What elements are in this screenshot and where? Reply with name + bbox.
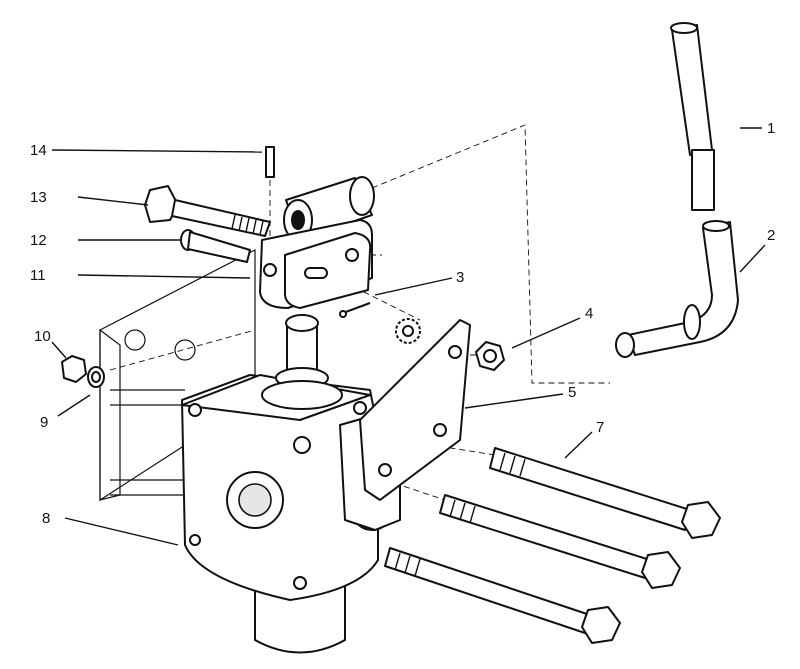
callout-10: 10 (34, 328, 51, 345)
lever-rod-part (615, 220, 739, 358)
leader-lines (51, 127, 766, 546)
callout-5: 5 (568, 384, 576, 401)
callout-labels: 1 2 3 4 5 7 8 9 10 11 12 13 14 (30, 120, 775, 527)
lock-nut-part (475, 341, 505, 371)
callout-4: 4 (585, 305, 593, 322)
pivot-bolt-part (144, 185, 271, 237)
callout-1: 1 (767, 120, 775, 137)
star-washer-part (395, 318, 421, 344)
clevis-links-part (259, 219, 373, 309)
callout-7: 7 (596, 419, 604, 436)
callout-12: 12 (30, 232, 47, 249)
cotter-pin-part (339, 302, 371, 318)
callout-2: 2 (767, 227, 775, 244)
bracket-part (359, 319, 471, 501)
callout-3: 3 (456, 269, 464, 286)
long-bolts-part (384, 447, 721, 644)
pivot-sleeve-part (283, 176, 375, 241)
callout-8: 8 (42, 510, 50, 527)
callout-11: 11 (30, 267, 46, 284)
handle-grip-part (670, 22, 715, 211)
callout-9: 9 (40, 414, 48, 431)
washer-part (87, 366, 105, 388)
clevis-pin-part (180, 229, 251, 263)
roll-pin-part (265, 146, 275, 178)
callout-14: 14 (30, 142, 47, 159)
nut-part (61, 355, 87, 383)
callout-13: 13 (30, 189, 47, 206)
